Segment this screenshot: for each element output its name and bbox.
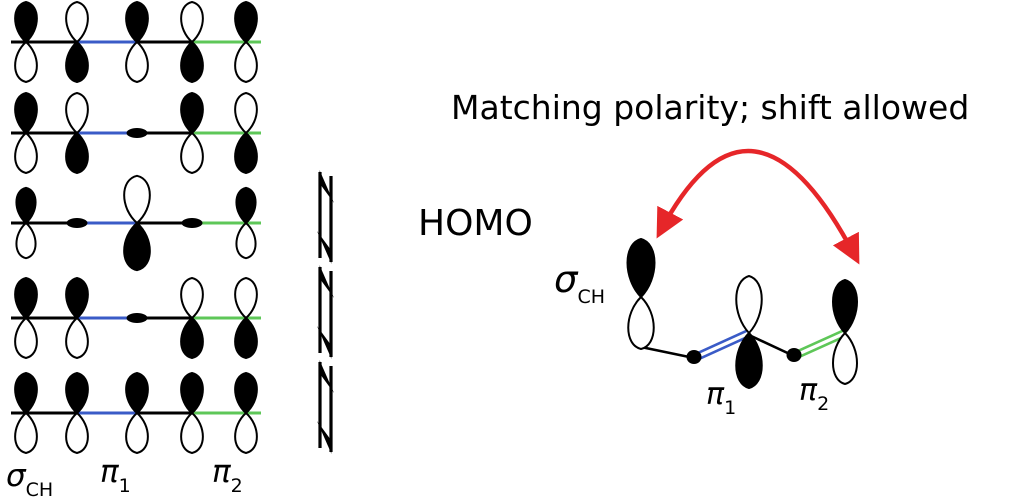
pi1-orbital-lobe xyxy=(735,274,763,335)
orbital-lobe xyxy=(180,371,204,415)
orbital-lobe xyxy=(14,316,38,360)
single-bond xyxy=(640,345,695,360)
mo-row xyxy=(11,91,261,175)
orbital-lobe xyxy=(123,221,151,272)
orbital-lobe xyxy=(65,411,89,455)
orbital-lobe xyxy=(65,91,89,135)
orbital-lobe xyxy=(234,371,258,415)
orbital-lobe xyxy=(15,186,37,225)
mo-row xyxy=(11,174,261,272)
orbital-lobe xyxy=(125,40,149,84)
orbital-lobe xyxy=(125,0,149,44)
orbital-node xyxy=(126,128,148,138)
electron-pair xyxy=(317,265,334,359)
orbital-lobe xyxy=(234,131,258,175)
label-pi1-structure: π1 xyxy=(706,377,736,419)
orbital-node xyxy=(181,218,203,228)
label-pi1: π1 xyxy=(100,454,131,497)
orbital-lobe xyxy=(14,40,38,84)
mo-row xyxy=(11,276,261,360)
homo-label: HOMO xyxy=(418,203,533,244)
orbital-lobe xyxy=(125,371,149,415)
pi1-double-bond xyxy=(694,334,751,362)
orbital-lobe xyxy=(14,131,38,175)
orbital-lobe xyxy=(123,174,151,225)
pi1-double-bond xyxy=(692,329,749,357)
orbital-lobe xyxy=(234,91,258,135)
orbital-lobe xyxy=(14,411,38,455)
orbital-lobe xyxy=(180,131,204,175)
spin-down-arrowhead xyxy=(317,231,332,264)
sigma-ch-orbital-lobe xyxy=(627,295,655,351)
mo-energy-levels xyxy=(11,0,261,455)
label-pi2: π2 xyxy=(212,454,243,497)
pi2-double-bond xyxy=(792,329,845,355)
single-bond xyxy=(748,333,795,358)
spin-down-arrowhead xyxy=(317,326,332,359)
electron-pair xyxy=(317,170,334,264)
orbital-lobe xyxy=(234,0,258,44)
orbital-lobe xyxy=(15,221,37,260)
orbital-lobe xyxy=(14,91,38,135)
orbital-lobe xyxy=(180,316,204,360)
orbital-lobe xyxy=(65,276,89,320)
orbital-lobe xyxy=(65,316,89,360)
orbital-lobe xyxy=(180,411,204,455)
orbital-lobe xyxy=(14,0,38,44)
mo-row xyxy=(11,0,261,84)
interaction-arrow xyxy=(656,148,860,265)
small-orbital-lobe xyxy=(786,348,802,362)
orbital-lobe xyxy=(180,40,204,84)
orbital-node xyxy=(126,313,148,323)
small-orbital-lobe xyxy=(686,350,702,364)
sigma-ch-orbital-lobe xyxy=(626,237,656,299)
pi2-orbital-lobe xyxy=(832,278,858,335)
orbital-lobe xyxy=(180,276,204,320)
orbital-lobe xyxy=(65,371,89,415)
orbital-lobe xyxy=(14,276,38,320)
orbital-lobe xyxy=(234,316,258,360)
electron-pair-arrows xyxy=(317,170,334,454)
pi1-orbital-lobe xyxy=(735,331,763,390)
mo-row xyxy=(11,371,261,455)
pi2-orbital-lobe xyxy=(832,331,858,386)
orbital-node xyxy=(66,218,88,228)
electron-pair xyxy=(317,360,334,454)
label-pi2-structure: π2 xyxy=(799,373,829,415)
orbital-lobe xyxy=(180,0,204,44)
orbital-lobe xyxy=(235,186,257,225)
transition-structure-drawing xyxy=(626,148,860,390)
orbital-lobe xyxy=(14,371,38,415)
orbital-lobe xyxy=(65,131,89,175)
orbital-lobe xyxy=(65,40,89,84)
annotation-title: Matching polarity; shift allowed xyxy=(451,88,969,127)
orbital-lobe xyxy=(65,0,89,44)
orbital-lobe xyxy=(234,40,258,84)
orbital-lobe xyxy=(234,276,258,320)
orbital-lobe xyxy=(234,411,258,455)
orbital-lobe xyxy=(180,91,204,135)
spin-down-arrowhead xyxy=(317,421,332,454)
orbital-lobe xyxy=(235,221,257,260)
pi2-double-bond xyxy=(794,334,847,360)
label-sigma-ch-structure: σCH xyxy=(554,258,605,308)
label-sigma-ch: σCH xyxy=(6,458,53,501)
orbital-lobe xyxy=(125,411,149,455)
